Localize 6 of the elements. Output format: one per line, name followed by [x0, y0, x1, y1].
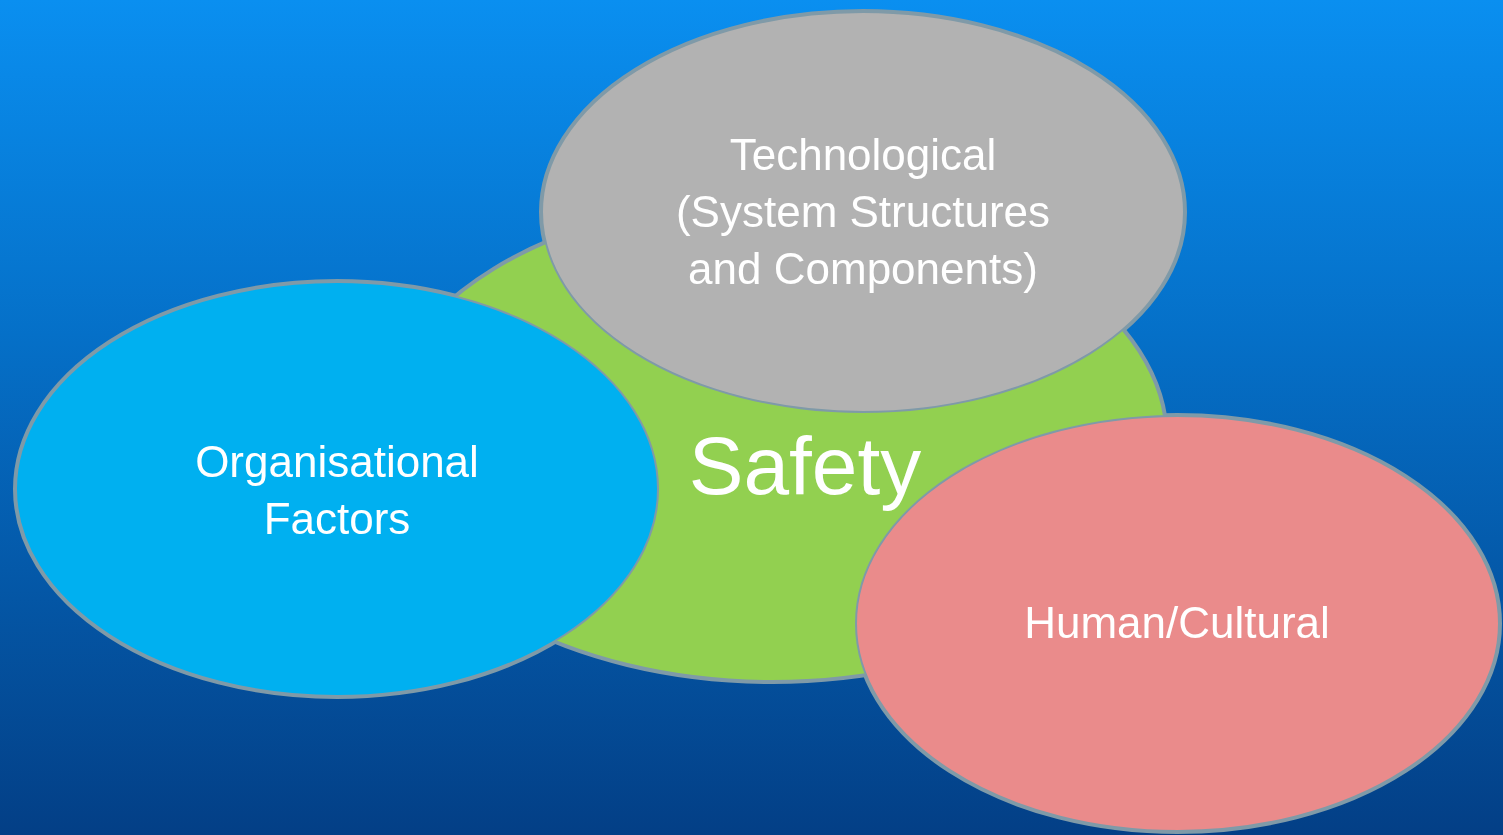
oval — [538, 8, 1188, 416]
oval — [12, 278, 662, 700]
oval-label: Safety — [687, 419, 923, 513]
oval-label: Organisational Factors — [194, 436, 480, 546]
oval-label: Human/Cultural — [1023, 597, 1331, 649]
oval-label: Technological (System Structures and Components) — [674, 129, 1052, 296]
